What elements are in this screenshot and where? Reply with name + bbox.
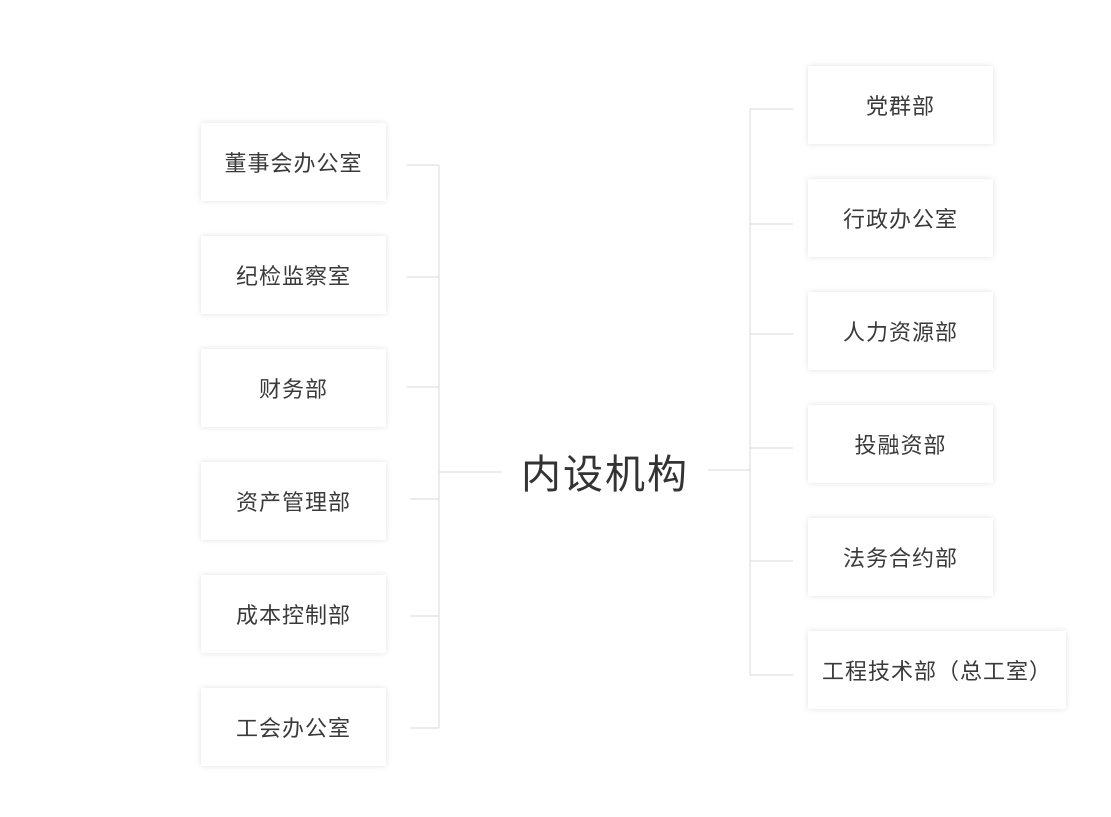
unit-label: 成本控制部: [235, 604, 351, 629]
unit-label: 纪检监察室: [235, 265, 351, 290]
unit-box-finance[interactable]: 财务部: [201, 349, 386, 427]
unit-label: 行政办公室: [842, 208, 958, 233]
unit-label: 工程技术部（总工室）: [821, 660, 1052, 685]
unit-box-admin-office[interactable]: 行政办公室: [808, 179, 993, 257]
unit-box-board-office[interactable]: 董事会办公室: [201, 123, 386, 201]
unit-box-legal-contracts[interactable]: 法务合约部: [808, 518, 993, 596]
unit-label: 投融资部: [854, 434, 947, 459]
unit-box-human-resources[interactable]: 人力资源部: [808, 292, 993, 370]
unit-box-discipline-office[interactable]: 纪检监察室: [201, 236, 386, 314]
unit-label: 法务合约部: [842, 547, 958, 572]
unit-box-union-office[interactable]: 工会办公室: [201, 688, 386, 766]
unit-box-asset-management[interactable]: 资产管理部: [201, 462, 386, 540]
page-title: 内设机构: [521, 452, 689, 498]
unit-label: 财务部: [258, 378, 328, 403]
unit-label: 董事会办公室: [224, 152, 363, 177]
center-title: 内设机构: [505, 443, 705, 499]
unit-box-cost-control[interactable]: 成本控制部: [201, 575, 386, 653]
unit-box-investment-financing[interactable]: 投融资部: [808, 405, 993, 483]
unit-label: 资产管理部: [235, 491, 351, 516]
unit-box-engineering[interactable]: 工程技术部（总工室）: [808, 631, 1066, 709]
unit-label: 工会办公室: [235, 717, 351, 742]
unit-box-party-affairs[interactable]: 党群部: [808, 66, 993, 144]
unit-label: 党群部: [865, 95, 935, 120]
unit-label: 人力资源部: [842, 321, 958, 346]
